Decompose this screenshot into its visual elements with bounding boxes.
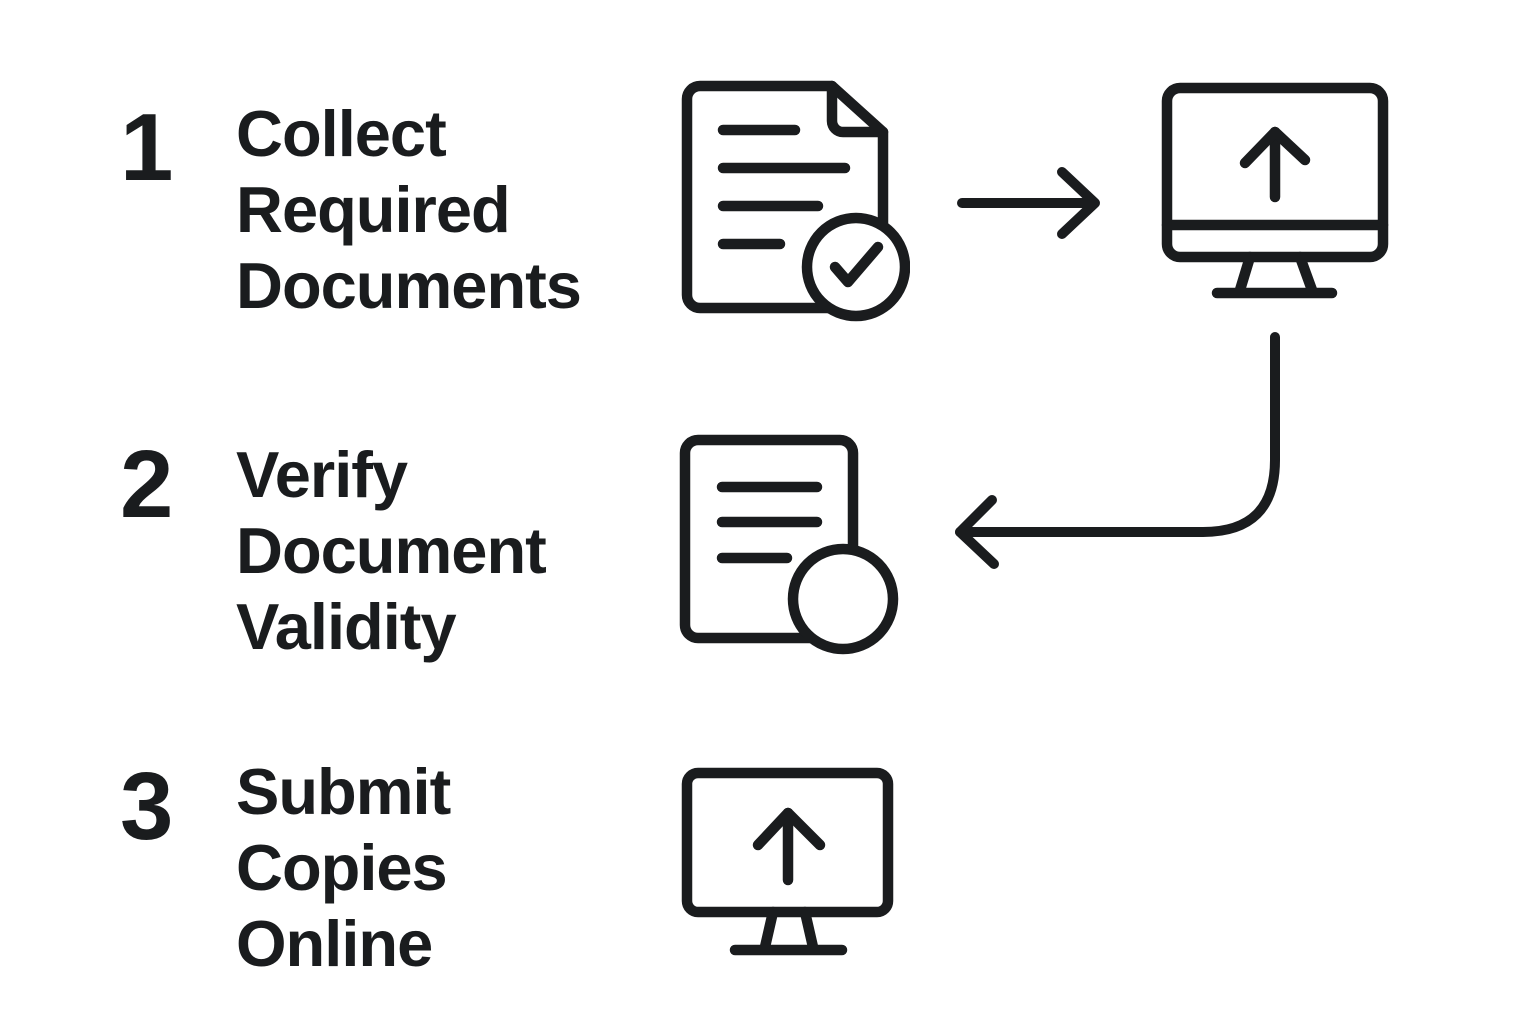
upload-computer-icon — [1161, 82, 1389, 299]
step-1-label-line-3: Documents — [236, 249, 582, 322]
document-check-icon — [681, 80, 910, 322]
step-3-number: 3 — [120, 753, 173, 860]
step-3-label-line-1: Submit — [236, 755, 451, 828]
monitor-upload-icon — [681, 767, 894, 956]
step-2-number: 2 — [120, 431, 173, 538]
step-3-label-line-2: Copies — [236, 831, 448, 904]
step-2-label-line-2: Document — [236, 514, 547, 587]
step-2-label-line-1: Verify — [236, 438, 408, 511]
arrow-curved-down-left-icon — [955, 332, 1280, 569]
step-1-label-line-2: Required — [236, 173, 511, 246]
step-3-label-line-3: Online — [236, 907, 433, 980]
step-2-label: Verify Document Validity — [236, 437, 547, 665]
step-3-label: Submit Copies Online — [236, 754, 451, 982]
arrow-right-icon — [957, 167, 1100, 239]
document-verify-circle-icon — [679, 434, 899, 655]
step-1-label: Collect Required Documents — [236, 96, 582, 324]
step-2-label-line-3: Validity — [236, 590, 457, 663]
step-1-label-line-1: Collect — [236, 97, 447, 170]
step-1-number: 1 — [120, 94, 173, 201]
